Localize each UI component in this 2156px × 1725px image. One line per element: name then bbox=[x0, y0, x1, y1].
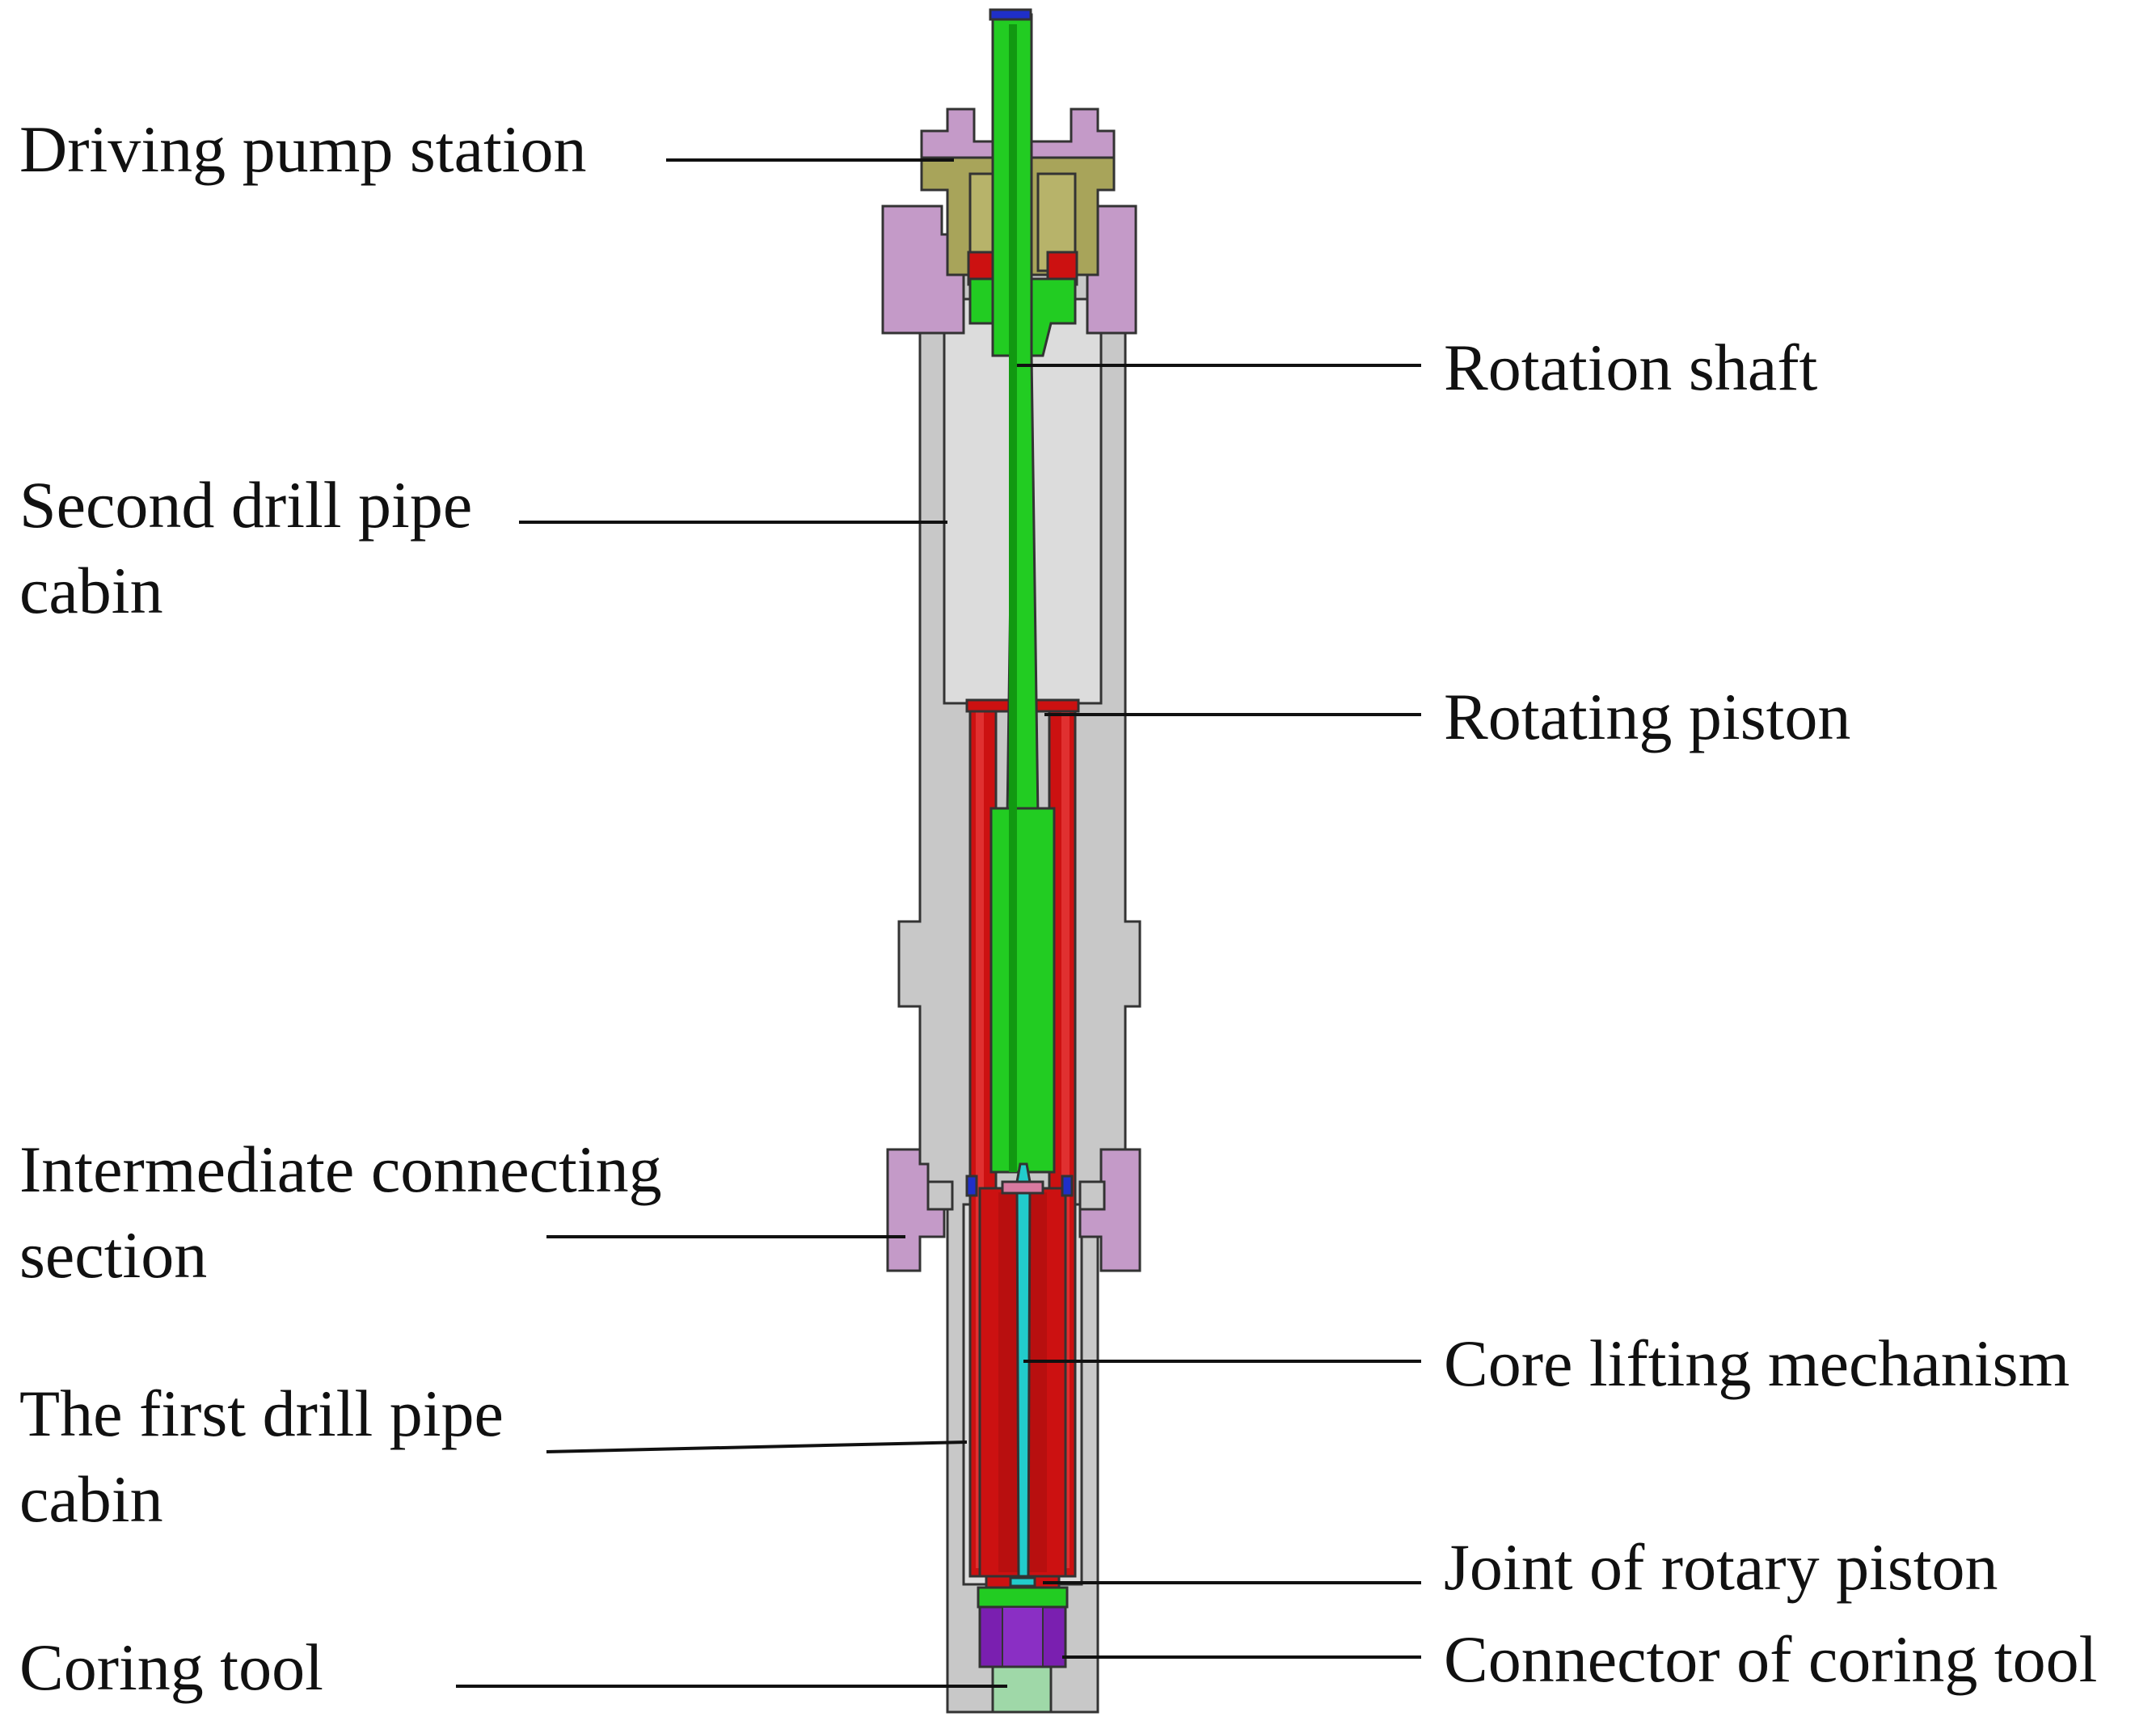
top-cap bbox=[920, 108, 1116, 167]
label-coring-tool: Coring tool bbox=[19, 1630, 323, 1704]
label-connector-of-coring-tool: Connector of coring tool bbox=[1444, 1622, 2097, 1696]
label-second-drill-pipe-cabin-line1: Second drill pipe bbox=[19, 468, 472, 542]
drill-assembly-drawing bbox=[881, 8, 1141, 1714]
label-intermediate-connecting-section-line1: Intermediate connecting bbox=[19, 1132, 662, 1206]
seal-left bbox=[965, 1175, 978, 1197]
label-core-lifting-mechanism: Core lifting mechanism bbox=[1444, 1326, 2070, 1400]
leader-lines bbox=[456, 158, 1421, 1688]
green-joint-plate bbox=[977, 1586, 1069, 1609]
leader-first-drill-pipe-cabin bbox=[546, 1440, 968, 1453]
seal-right bbox=[1061, 1175, 1074, 1197]
label-second-drill-pipe-cabin-line2: cabin bbox=[19, 554, 163, 627]
labels: Driving pump station Rotation shaft Seco… bbox=[19, 112, 2097, 1704]
label-joint-of-rotary-piston: Joint of rotary piston bbox=[1444, 1530, 1998, 1604]
label-intermediate-connecting-section-line2: section bbox=[19, 1218, 207, 1292]
label-first-drill-pipe-cabin-line2: cabin bbox=[19, 1462, 163, 1536]
shaft-lower-sleeve bbox=[989, 807, 1056, 1174]
label-rotating-piston: Rotating piston bbox=[1444, 680, 1850, 753]
coring-tool-body bbox=[991, 1665, 1053, 1714]
core-lifting-mechanism-body bbox=[1015, 1162, 1032, 1578]
label-rotation-shaft: Rotation shaft bbox=[1444, 331, 1818, 404]
shaft-tip-seal bbox=[989, 8, 1032, 21]
label-first-drill-pipe-cabin-line1: The first drill pipe bbox=[19, 1377, 504, 1450]
label-driving-pump-station: Driving pump station bbox=[19, 112, 587, 186]
